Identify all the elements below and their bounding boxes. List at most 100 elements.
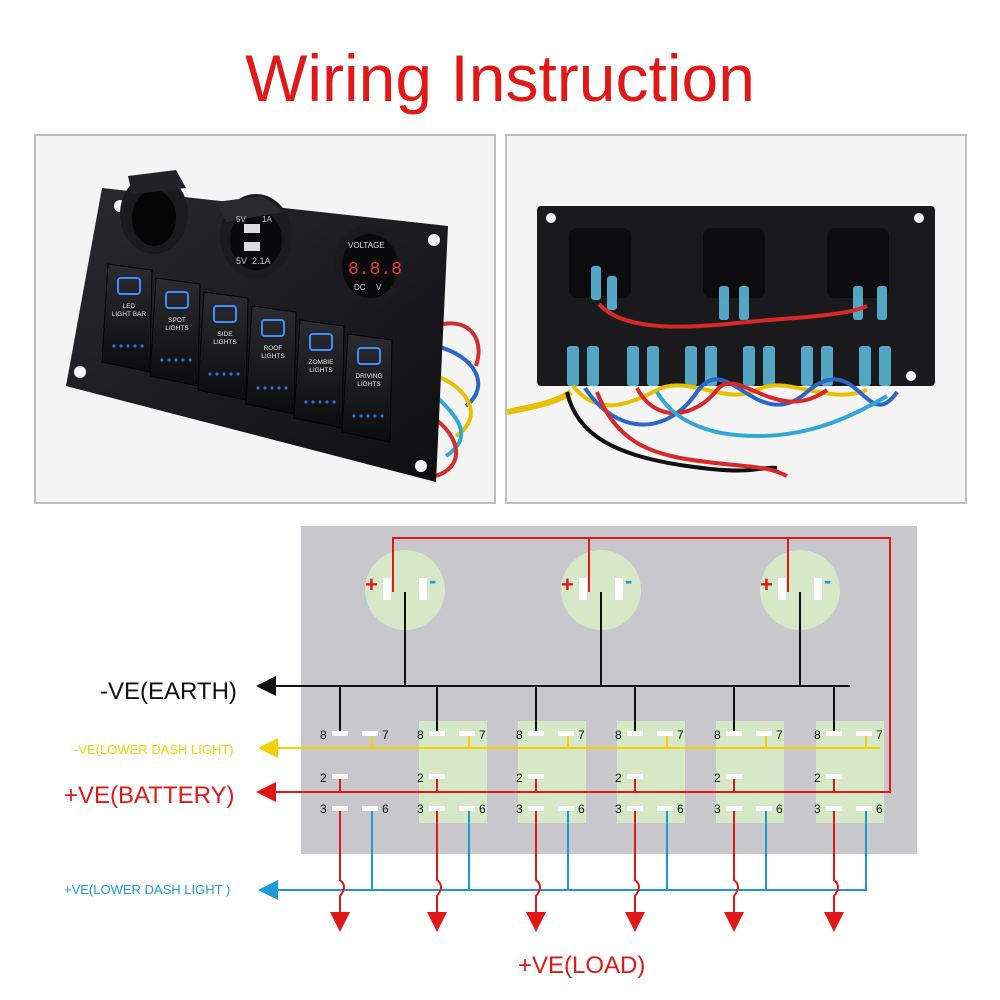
- pin-label: 6: [578, 802, 585, 816]
- indicator-led-icon: [215, 372, 219, 376]
- mount-hole-icon: [74, 366, 86, 378]
- pin-label: 7: [677, 728, 684, 742]
- voltmeter-unit: V: [376, 283, 382, 292]
- pin-label: 8: [814, 728, 821, 742]
- indicator-led-icon: [126, 344, 130, 348]
- voltmeter-reading: 8.8.8: [348, 260, 402, 280]
- usb-label: 5V: [236, 215, 246, 224]
- pin-label: 7: [479, 728, 486, 742]
- panel-back-photo: [505, 134, 967, 504]
- indicator-led-icon: [284, 386, 288, 390]
- pin-label: 2: [417, 771, 424, 785]
- cigarette-socket-icon: [120, 170, 188, 254]
- usb-socket: 5V 1A 5V 2.1A: [216, 194, 292, 278]
- socket-plus-label: +: [760, 572, 773, 597]
- pin-label: 6: [382, 802, 389, 816]
- indicator-led-icon: [222, 372, 226, 376]
- rocker-label: LIGHTS: [309, 367, 333, 374]
- load-wire: [330, 808, 350, 932]
- pin-label: 8: [516, 728, 523, 742]
- indicator-led-icon: [311, 400, 315, 404]
- mount-hole-icon: [415, 460, 427, 472]
- usb-label: 5V: [236, 256, 247, 266]
- light-icon: [117, 277, 141, 295]
- rocker-label: ROOF: [264, 345, 283, 352]
- back-wires: [429, 321, 481, 478]
- socket-plus-label: +: [561, 572, 574, 597]
- pin-label: 2: [516, 771, 523, 785]
- pin-label: 6: [479, 802, 486, 816]
- pin-label: 6: [677, 802, 684, 816]
- indicator-led-icon: [332, 400, 336, 404]
- light-icon: [309, 333, 333, 351]
- rocker-label: SIDE: [217, 331, 233, 338]
- load-wire: [724, 808, 744, 932]
- pin-label: 3: [714, 802, 721, 816]
- indicator-led-icon: [236, 372, 240, 376]
- light-icon: [165, 291, 189, 309]
- pin-label: 7: [382, 728, 389, 742]
- load-wire: [625, 808, 645, 932]
- indicator-led-icon: [270, 386, 274, 390]
- indicator-led-icon: [277, 386, 281, 390]
- rocker-label: LIGHT BAR: [112, 311, 147, 318]
- usb-label: 1A: [262, 215, 272, 224]
- indicator-led-icon: [208, 372, 212, 376]
- battery-label: +VE(BATTERY): [64, 782, 234, 809]
- pin-label: 7: [776, 728, 783, 742]
- earth-label: -VE(EARTH): [100, 678, 237, 705]
- voltmeter-label: VOLTAGE: [348, 241, 385, 250]
- mount-hole-icon: [428, 234, 440, 246]
- indicator-led-icon: [112, 344, 116, 348]
- pin-label: 2: [320, 771, 327, 785]
- page-title: Wiring Instruction: [245, 41, 755, 115]
- terminal-connectors: [567, 266, 891, 386]
- rocker-label: LIGHTS: [357, 381, 381, 388]
- switch-pins: 8 7 2 3 6: [615, 728, 684, 816]
- indicator-led-icon: [160, 358, 164, 362]
- pin-label: 3: [615, 802, 622, 816]
- light-icon: [261, 319, 285, 337]
- indicator-led-icon: [140, 344, 144, 348]
- pin-label: 3: [417, 802, 424, 816]
- pin-label: 8: [714, 728, 721, 742]
- indicator-led-icon: [366, 414, 370, 418]
- indicator-led-icon: [304, 400, 308, 404]
- mount-hole-icon: [906, 371, 916, 381]
- lower-dash-yellow-label: -VE(LOWER DASH LIGHT): [74, 742, 234, 757]
- load-label: +VE(LOAD): [518, 952, 645, 979]
- pin-label: 7: [876, 728, 883, 742]
- load-wire: [526, 808, 546, 932]
- pin-label: 3: [320, 802, 327, 816]
- indicator-led-icon: [181, 358, 185, 362]
- socket-plus-label: +: [365, 572, 378, 597]
- socket-back-icon: [569, 228, 889, 298]
- rocker-label: LIGHTS: [261, 353, 285, 360]
- indicator-led-icon: [352, 414, 356, 418]
- rocker-label: LIGHTS: [165, 325, 189, 332]
- pin-label: 7: [578, 728, 585, 742]
- socket-minus-label: -: [824, 568, 831, 593]
- indicator-led-icon: [119, 344, 123, 348]
- pin-label: 3: [814, 802, 821, 816]
- pin-label: 6: [776, 802, 783, 816]
- socket-terminal: +-: [760, 550, 840, 630]
- load-wire: [824, 808, 844, 932]
- indicator-led-icon: [229, 372, 233, 376]
- rocker-label: ZOMBIE: [309, 359, 335, 366]
- rocker-label: LIGHTS: [213, 339, 237, 346]
- pin-label: 8: [615, 728, 622, 742]
- socket-minus-label: -: [625, 568, 632, 593]
- mount-hole-icon: [546, 213, 556, 223]
- pin-label: 2: [615, 771, 622, 785]
- indicator-led-icon: [325, 400, 329, 404]
